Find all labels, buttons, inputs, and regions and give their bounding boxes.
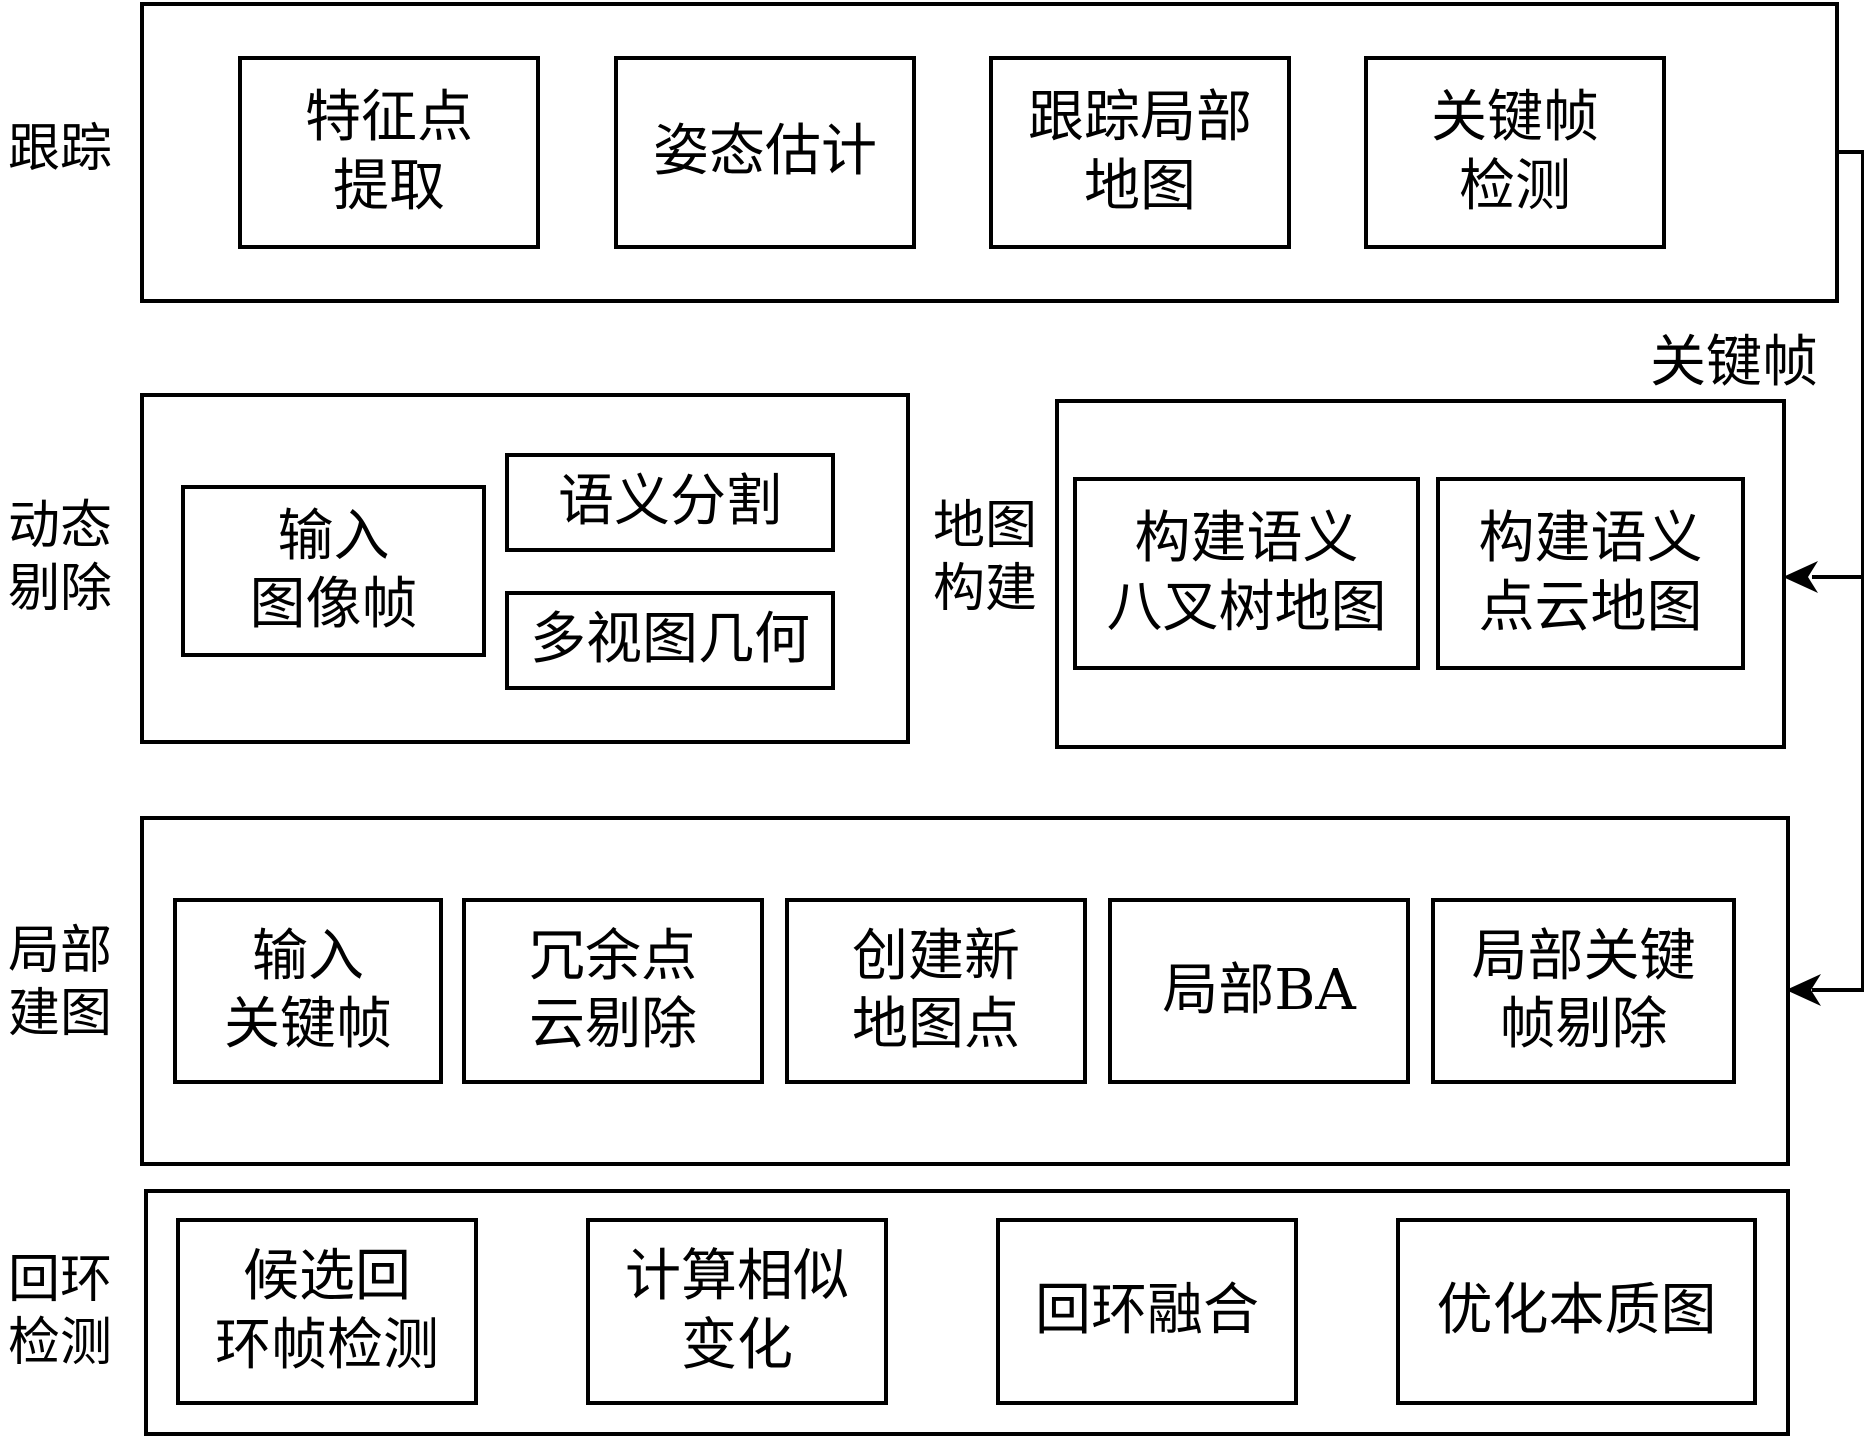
map-building-label: 地图 构建 xyxy=(932,496,1037,620)
semantic-octree-map-box: 构建语义 八叉树地图 xyxy=(1073,477,1420,670)
redundant-point-cloud-removal-box: 冗余点 云剔除 xyxy=(462,898,764,1084)
candidate-loop-frame-detection-box: 候选回 环帧检测 xyxy=(176,1218,478,1405)
input-keyframe-box: 输入 关键帧 xyxy=(173,898,443,1084)
track-local-map-box: 跟踪局部 地图 xyxy=(989,56,1291,249)
optimize-essential-graph-box: 优化本质图 xyxy=(1396,1218,1757,1405)
arrowhead-local-mapping xyxy=(1786,974,1821,1006)
loop-fusion-box: 回环融合 xyxy=(996,1218,1298,1405)
multi-view-geometry-box: 多视图几何 xyxy=(505,591,835,690)
loop-detection-label: 回环 检测 xyxy=(7,1250,112,1374)
input-image-frame-box: 输入 图像帧 xyxy=(181,485,486,657)
create-new-map-points-box: 创建新 地图点 xyxy=(785,898,1087,1084)
feature-extraction-box: 特征点 提取 xyxy=(238,56,540,249)
arrowhead-map-building xyxy=(1783,561,1818,593)
tracking-label: 跟踪 xyxy=(7,119,112,179)
local-mapping-label: 局部 建图 xyxy=(7,921,112,1045)
local-keyframe-culling-box: 局部关键 帧剔除 xyxy=(1431,898,1736,1084)
keyframe-detection-box: 关键帧 检测 xyxy=(1364,56,1666,249)
pose-estimation-box: 姿态估计 xyxy=(614,56,916,249)
dynamic-removal-label: 动态 剔除 xyxy=(7,496,112,620)
keyframe-connector-label: 关键帧 xyxy=(1650,330,1818,395)
local-ba-box: 局部BA xyxy=(1108,898,1410,1084)
semantic-segmentation-box: 语义分割 xyxy=(505,453,835,552)
semantic-point-cloud-map-box: 构建语义 点云地图 xyxy=(1436,477,1745,670)
compute-similarity-transform-box: 计算相似 变化 xyxy=(586,1218,888,1405)
